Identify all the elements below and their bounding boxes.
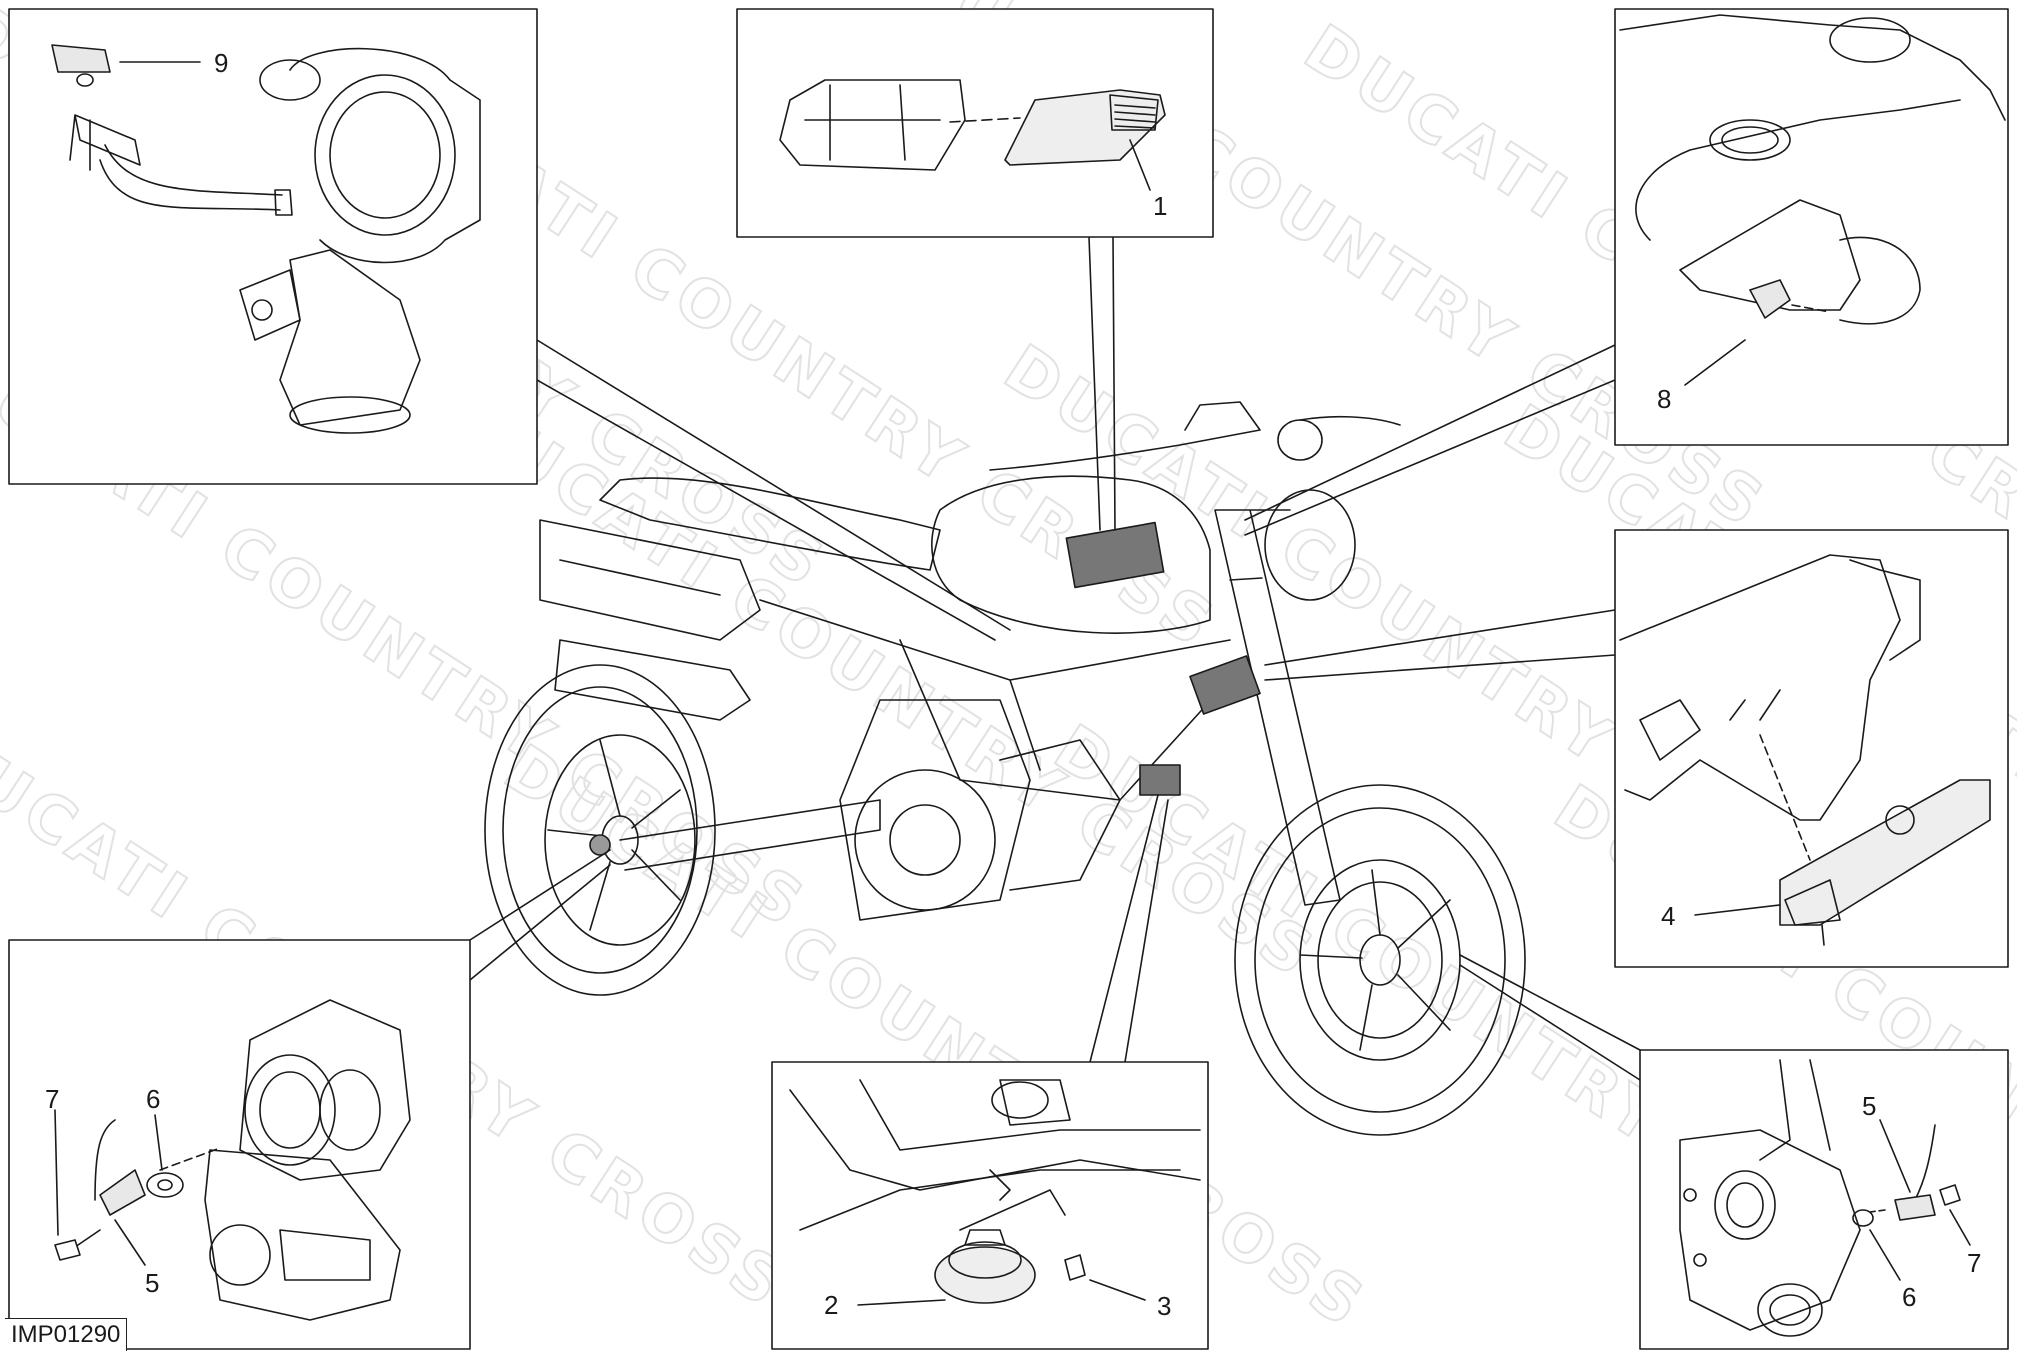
leader-lines [469, 236, 1641, 1081]
motorcycle [484, 401, 1526, 1136]
swingarm [619, 799, 881, 871]
callout-7-rear: 7 [45, 1084, 59, 1114]
callout-2: 2 [824, 1290, 838, 1320]
callout-4: 4 [1661, 901, 1675, 931]
bcm-on-bike [1189, 655, 1261, 715]
callout-9: 9 [214, 48, 228, 78]
panel-bcm: 4 [1614, 529, 2009, 968]
callout-6-rear: 6 [146, 1084, 160, 1114]
seat [599, 477, 941, 571]
callout-3: 3 [1157, 1291, 1171, 1321]
horn-on-bike [1139, 764, 1181, 796]
panel-rear-speed-sensor: 7 6 5 [8, 939, 471, 1350]
panel-horn: 2 3 [771, 1061, 1209, 1350]
callout-1: 1 [1153, 191, 1167, 221]
callout-8: 8 [1657, 384, 1671, 414]
handlebar [989, 401, 1401, 471]
frame [759, 599, 1231, 801]
exhaust [539, 519, 761, 721]
callout-7-front: 7 [1967, 1248, 1981, 1278]
image-reference-code: IMP01290 [5, 1318, 128, 1351]
callout-6-front: 6 [1902, 1282, 1916, 1312]
panel-ecu: 1 [736, 8, 1214, 238]
fuel-tank [931, 475, 1211, 634]
panel-front-speed-sensor: 5 6 7 [1639, 1049, 2009, 1350]
rear-wheel [484, 664, 716, 996]
ecu-on-bike [1065, 521, 1165, 589]
front-wheel [1234, 784, 1526, 1136]
rear-sensor-on-bike [589, 834, 611, 856]
engine [839, 699, 1121, 921]
callout-5-rear: 5 [145, 1268, 159, 1298]
callout-5-front: 5 [1862, 1091, 1876, 1121]
panel-key-sensor: 8 [1614, 8, 2009, 446]
panel-map-sensor: 9 [8, 8, 538, 485]
